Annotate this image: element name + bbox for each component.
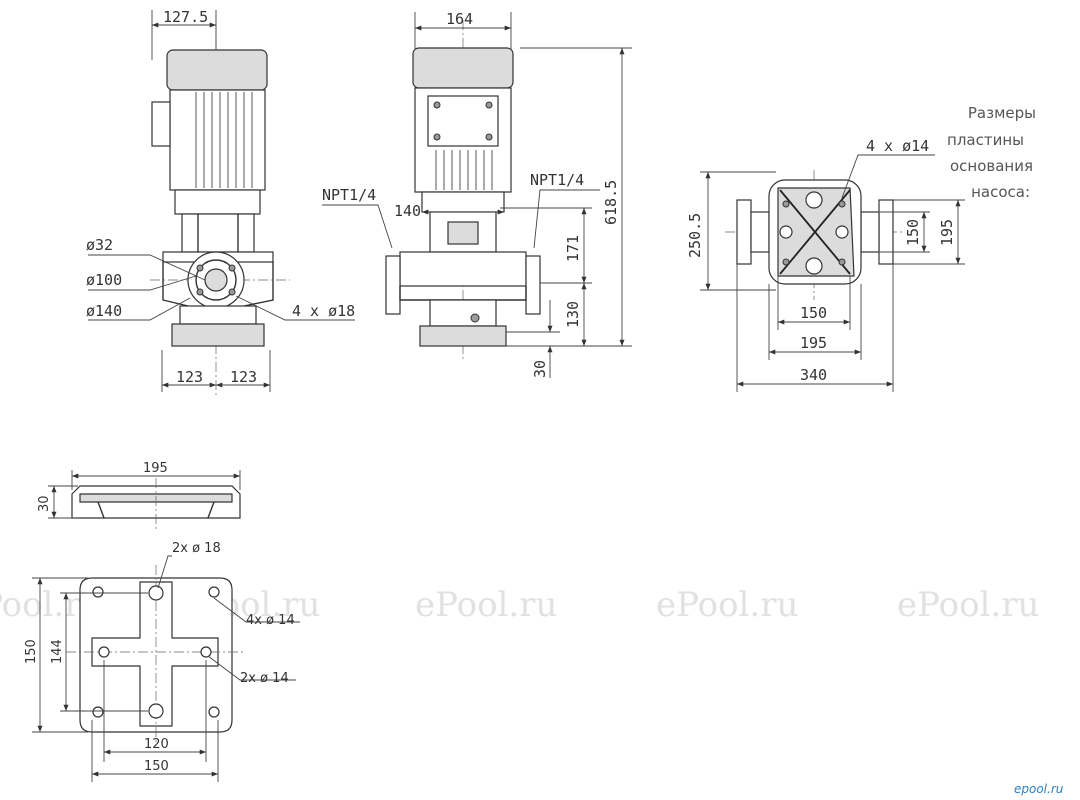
dim-plate-width-150: 150 [144,759,169,774]
dim-plate-holes-18: 2x ø 18 [172,541,221,556]
note-line-4: насоса: [971,183,1030,201]
dim-side-bolts: 4 x ø18 [292,302,355,320]
dim-plate-width-120: 120 [144,737,169,752]
note-line-3: основания [950,157,1033,175]
label-port-left: NPT1/4 [322,186,376,204]
dim-top-width-150: 150 [800,304,827,322]
watermark-row: ePool.ru ePool.ru ePool.ru ePool.ru ePoo… [0,585,1039,625]
base-plate-note: Размеры пластины основания насоса: [947,104,1036,201]
dim-base-right: 123 [230,368,257,386]
watermark: ePool.ru [897,585,1039,625]
site-logo: epool.ru [1014,782,1064,796]
side-view: 127.5 ø32 ø100 ø140 4 x ø18 123 123 [86,8,355,395]
dim-lower-height: 130 [564,301,582,328]
dim-plate-height-150: 150 [24,639,39,664]
dim-upper-height: 171 [564,235,582,262]
top-view: 4 x ø14 250.5 150 195 150 195 340 [686,137,965,392]
dim-top-inner-195: 195 [938,219,956,246]
front-view: 164 NPT1/4 NPT1/4 140 618.5 171 130 30 [322,10,632,378]
dim-total-height: 618.5 [602,180,620,225]
dim-base-height: 30 [531,360,549,378]
note-line-2: пластины [947,131,1024,149]
watermark: ePool.ru [656,585,798,625]
dim-plate-holes-2x14: 2x ø 14 [240,671,289,686]
dim-top-bolts: 4 x ø14 [866,137,929,155]
dim-front-top-width: 164 [446,10,473,28]
dim-plate-holes-4x14: 4x ø 14 [246,613,295,628]
dim-top-width-340: 340 [800,366,827,384]
dim-top-height: 250.5 [686,213,704,258]
base-plate-top: 2x ø 18 4x ø 14 2x ø 14 150 144 120 150 [24,541,300,782]
dim-plate-height-144: 144 [50,639,65,664]
dim-diameter-140: ø140 [86,302,122,320]
dim-top-width-195: 195 [800,334,827,352]
dim-plate-side-width: 195 [143,461,168,476]
dim-plate-side-height: 30 [37,495,52,512]
base-plate-side: 195 30 [37,461,241,530]
dim-top-inner-150: 150 [904,219,922,246]
dim-diameter-32: ø32 [86,236,113,254]
dim-diameter-100: ø100 [86,271,122,289]
note-line-1: Размеры [968,104,1036,122]
dim-head-width: 140 [394,202,421,220]
label-port-right: NPT1/4 [530,171,584,189]
watermark: ePool.ru [415,585,557,625]
dim-base-left: 123 [176,368,203,386]
dim-side-top-width: 127.5 [163,8,208,26]
